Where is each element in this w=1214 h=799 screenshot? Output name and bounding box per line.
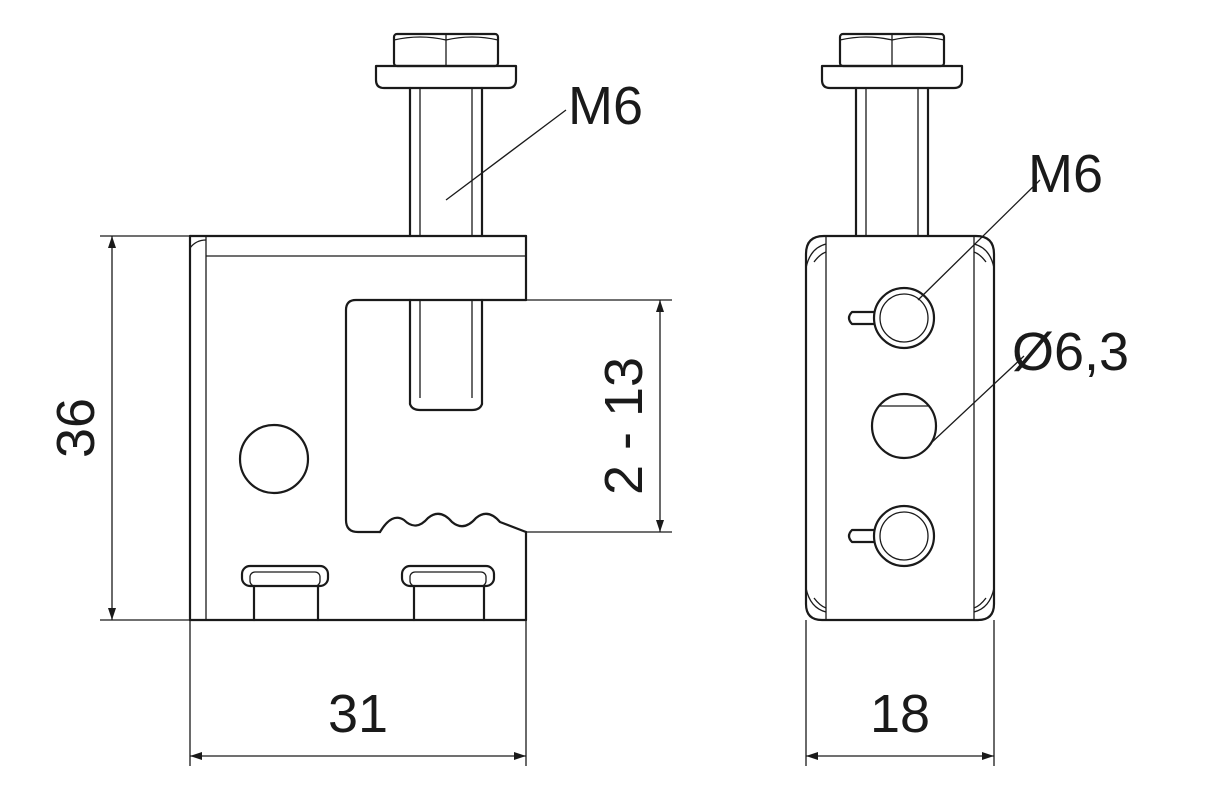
side-view: M6 2 - 13 36 31 <box>46 32 672 766</box>
diameter-leader <box>929 355 1025 445</box>
clamp-body-side <box>188 234 528 622</box>
clamp-body-front <box>804 234 996 622</box>
bottom-tab-left <box>240 564 330 622</box>
height-label: 36 <box>46 398 106 458</box>
front-view: M6 Ø6,3 18 <box>804 32 1129 766</box>
keyhole-top <box>847 286 936 350</box>
width-label-side: 31 <box>328 684 388 744</box>
height-dimension <box>100 235 190 621</box>
bottom-tab-right <box>400 564 496 622</box>
keyhole-bottom <box>847 504 936 568</box>
clamp-range-dimension <box>526 299 672 533</box>
round-hole-side <box>238 423 310 495</box>
bolt-shank-side <box>408 86 484 412</box>
thread-label-side: M6 <box>568 76 643 136</box>
width-dimension-front <box>805 620 995 766</box>
bolt-shank-front <box>854 86 930 238</box>
bolt-head-front <box>820 32 964 90</box>
round-hole-front <box>870 392 938 460</box>
thread-leader-side <box>445 109 567 201</box>
thread-label-front: M6 <box>1028 144 1103 204</box>
thread-leader-front <box>917 179 1041 301</box>
clamp-range-label: 2 - 13 <box>594 357 654 495</box>
width-label-front: 18 <box>870 684 930 744</box>
bolt-head-side <box>374 32 518 90</box>
diameter-label: Ø6,3 <box>1012 322 1129 382</box>
width-dimension-side <box>189 620 527 766</box>
